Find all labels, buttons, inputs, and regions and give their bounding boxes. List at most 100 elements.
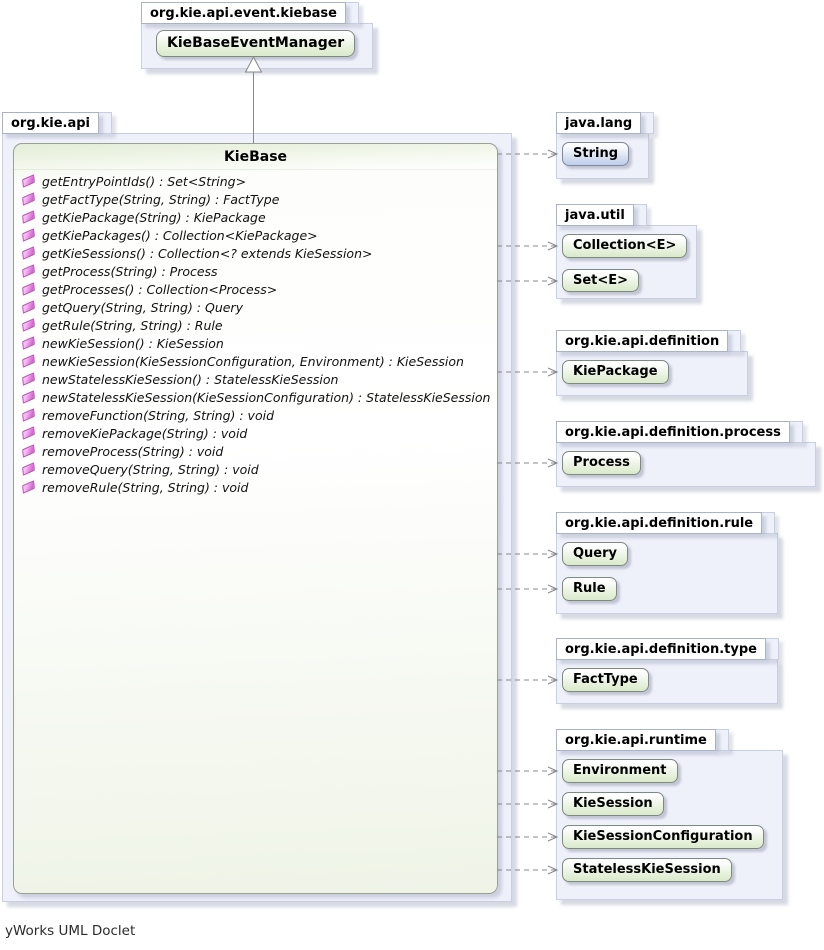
method-icon <box>22 354 35 368</box>
class-process[interactable]: Process <box>562 451 641 475</box>
method-row[interactable]: removeKiePackage(String) : void <box>14 424 497 442</box>
package-tab[interactable]: java.lang <box>556 112 642 134</box>
method-signature: getQuery(String, String) : Query <box>42 299 243 315</box>
method-signature: getEntryPointIds() : Set<String> <box>42 173 247 189</box>
doclet-credit: yWorks UML Doclet <box>5 923 136 939</box>
method-row[interactable]: newStatelessKieSession(KieSessionConfigu… <box>14 388 497 406</box>
method-row[interactable]: getRule(String, String) : Rule <box>14 316 497 334</box>
class-kie-package[interactable]: KiePackage <box>562 360 669 384</box>
method-icon <box>22 300 35 314</box>
method-signature: newStatelessKieSession(KieSessionConfigu… <box>42 389 491 405</box>
method-icon <box>22 444 35 458</box>
method-icon <box>22 264 35 278</box>
package-tab[interactable]: org.kie.api.runtime <box>556 729 716 751</box>
package-tab-step <box>766 638 779 660</box>
package-tab-step <box>98 112 112 134</box>
class-title: KieBase <box>14 144 497 170</box>
package-body: KiePackage <box>556 351 748 396</box>
package-tab[interactable]: java.util <box>556 204 634 226</box>
method-row[interactable]: newKieSession() : KieSession <box>14 334 497 352</box>
method-signature: removeKiePackage(String) : void <box>42 425 248 441</box>
method-row[interactable]: removeQuery(String, String) : void <box>14 460 497 478</box>
method-row[interactable]: getKiePackages() : Collection<KiePackage… <box>14 226 497 244</box>
package-body: Query Rule <box>556 533 778 614</box>
package-definition-type: org.kie.api.definition.type FactType <box>556 638 779 704</box>
method-icon <box>22 228 35 242</box>
package-body: Collection<E> Set<E> <box>556 225 697 299</box>
package-body: Environment KieSession KieSessionConfigu… <box>556 750 783 900</box>
class-collection[interactable]: Collection<E> <box>562 234 688 258</box>
method-row[interactable]: newStatelessKieSession() : StatelessKieS… <box>14 370 497 388</box>
method-icon <box>22 192 35 206</box>
method-list: getEntryPointIds() : Set<String> getFact… <box>14 170 497 496</box>
package-body: KieBase getEntryPointIds() : Set<String>… <box>2 133 512 902</box>
method-signature: removeProcess(String) : void <box>42 443 224 459</box>
method-signature: newStatelessKieSession() : StatelessKieS… <box>42 371 339 387</box>
package-body: FactType <box>556 659 778 704</box>
package-tab-step <box>633 204 647 226</box>
method-icon <box>22 282 35 296</box>
package-runtime: org.kie.api.runtime Environment KieSessi… <box>556 729 783 900</box>
package-body: KieBaseEventManager <box>141 23 373 69</box>
class-kiebase-event-manager[interactable]: KieBaseEventManager <box>156 30 356 57</box>
method-signature: removeRule(String, String) : void <box>42 479 249 495</box>
class-set[interactable]: Set<E> <box>562 268 640 292</box>
package-tab[interactable]: org.kie.api.definition <box>556 330 729 352</box>
method-icon <box>22 336 35 350</box>
method-icon <box>22 480 35 494</box>
class-kiebase[interactable]: KieBase getEntryPointIds() : Set<String>… <box>13 143 498 894</box>
method-signature: newKieSession(KieSessionConfiguration, E… <box>42 353 464 369</box>
class-query[interactable]: Query <box>562 542 629 566</box>
class-string[interactable]: String <box>562 142 630 166</box>
method-signature: getProcesses() : Collection<Process> <box>42 281 278 297</box>
method-icon <box>22 210 35 224</box>
package-java-lang: java.lang String <box>556 112 655 179</box>
package-event-kiebase: org.kie.api.event.kiebase KieBaseEventMa… <box>141 2 373 69</box>
package-body: String <box>556 133 649 179</box>
method-row[interactable]: getEntryPointIds() : Set<String> <box>14 172 497 190</box>
method-signature: getKiePackage(String) : KiePackage <box>42 209 266 225</box>
package-body: Process <box>556 442 816 487</box>
method-signature: removeFunction(String, String) : void <box>42 407 275 423</box>
method-row[interactable]: getFactType(String, String) : FactType <box>14 190 497 208</box>
class-rule[interactable]: Rule <box>562 577 617 601</box>
package-definition: org.kie.api.definition KiePackage <box>556 330 748 396</box>
method-icon <box>22 174 35 188</box>
method-signature: getKiePackages() : Collection<KiePackage… <box>42 227 318 243</box>
package-tab-step <box>762 512 776 534</box>
package-tab-step <box>641 112 655 134</box>
method-row[interactable]: getKieSessions() : Collection<? extends … <box>14 244 497 262</box>
method-signature: getKieSessions() : Collection<? extends … <box>42 245 373 261</box>
method-row[interactable]: getProcess(String) : Process <box>14 262 497 280</box>
method-signature: newKieSession() : KieSession <box>42 335 224 351</box>
package-definition-rule: org.kie.api.definition.rule Query Rule <box>556 512 778 614</box>
class-fact-type[interactable]: FactType <box>562 668 649 692</box>
package-tab[interactable]: org.kie.api <box>2 112 99 134</box>
package-tab[interactable]: org.kie.api.definition.process <box>556 421 790 443</box>
method-icon <box>22 246 35 260</box>
package-tab[interactable]: org.kie.api.definition.rule <box>556 512 763 534</box>
method-row[interactable]: getProcesses() : Collection<Process> <box>14 280 497 298</box>
method-row[interactable]: getKiePackage(String) : KiePackage <box>14 208 497 226</box>
method-row[interactable]: removeProcess(String) : void <box>14 442 497 460</box>
package-tab[interactable]: org.kie.api.definition.type <box>556 638 766 660</box>
class-kie-session[interactable]: KieSession <box>562 792 664 816</box>
method-signature: removeQuery(String, String) : void <box>42 461 259 477</box>
package-definition-process: org.kie.api.definition.process Process <box>556 421 816 487</box>
class-environment[interactable]: Environment <box>562 759 678 783</box>
method-icon <box>22 372 35 386</box>
method-row[interactable]: getQuery(String, String) : Query <box>14 298 497 316</box>
method-signature: getRule(String, String) : Rule <box>42 317 223 333</box>
method-row[interactable]: removeFunction(String, String) : void <box>14 406 497 424</box>
method-icon <box>22 390 35 404</box>
method-icon <box>22 462 35 476</box>
method-icon <box>22 426 35 440</box>
method-row[interactable]: removeRule(String, String) : void <box>14 478 497 496</box>
method-row[interactable]: newKieSession(KieSessionConfiguration, E… <box>14 352 497 370</box>
class-stateless-kie-session[interactable]: StatelessKieSession <box>562 858 732 882</box>
package-java-util: java.util Collection<E> Set<E> <box>556 204 697 299</box>
class-kie-session-configuration[interactable]: KieSessionConfiguration <box>562 825 764 849</box>
package-tab[interactable]: org.kie.api.event.kiebase <box>141 2 346 24</box>
package-org-kie-api: org.kie.api KieBase getEntryPointIds() :… <box>2 112 512 902</box>
